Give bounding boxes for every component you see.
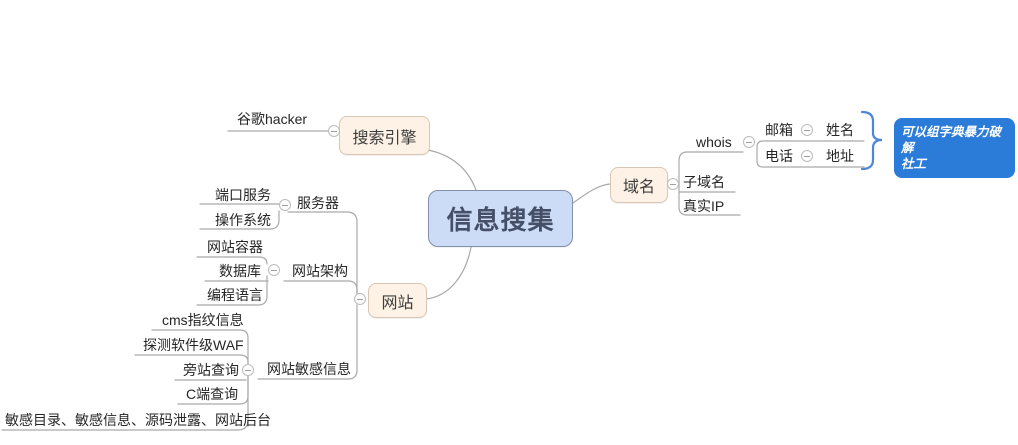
topic-cms-fingerprint[interactable]: cms指纹信息	[162, 312, 244, 328]
collapse-icon-architecture[interactable]	[268, 264, 280, 276]
topic-subdomain[interactable]: 子域名	[683, 174, 725, 190]
topic-language[interactable]: 编程语言	[207, 287, 263, 303]
summary-callout[interactable]: 可以组字典暴力破解 社工	[894, 118, 1015, 178]
topic-side-site-query[interactable]: 旁站查询	[183, 362, 239, 378]
topic-address[interactable]: 地址	[826, 148, 854, 164]
edge-language	[196, 275, 268, 306]
collapse-icon-site-sensitive[interactable]	[242, 364, 254, 376]
edge-root-website	[424, 246, 472, 300]
summary-brace	[860, 110, 883, 171]
edge-whois-trunk-realip	[678, 151, 744, 216]
topic-domain[interactable]: 域名	[610, 167, 668, 203]
summary-callout-line2: 社工	[901, 157, 927, 171]
edge-architecture-trunk	[283, 280, 358, 300]
topic-website[interactable]: 网站	[368, 283, 427, 318]
summary-callout-line1: 可以组字典暴力破解	[901, 125, 1002, 155]
edge-waf	[134, 354, 249, 363]
topic-os[interactable]: 操作系统	[215, 212, 271, 228]
collapse-icon-search-engine[interactable]	[328, 125, 340, 137]
topic-email[interactable]: 邮箱	[765, 122, 793, 138]
edge-web-container	[196, 256, 268, 265]
topic-web-container[interactable]: 网站容器	[207, 239, 263, 255]
root-topic[interactable]: 信息搜集	[428, 190, 573, 247]
topic-whois[interactable]: whois	[696, 134, 732, 150]
collapse-icon-email[interactable]	[801, 124, 813, 136]
topic-google-hacker[interactable]: 谷歌hacker	[237, 111, 308, 127]
edge-cms	[151, 329, 249, 365]
topic-architecture[interactable]: 网站架构	[292, 263, 348, 279]
edge-server-trunk	[287, 211, 358, 294]
edge-sensitive-trunk	[257, 304, 358, 380]
collapse-icon-website[interactable]	[354, 293, 366, 305]
edge-root-search-engine	[427, 149, 477, 191]
collapse-icon-phone[interactable]	[801, 150, 813, 162]
topic-waf-detect[interactable]: 探测软件级WAF	[143, 337, 244, 353]
topic-search-engine[interactable]: 搜索引擎	[339, 116, 430, 155]
edge-sensitive-misc	[1, 375, 249, 431]
topic-c-segment-query[interactable]: C端查询	[186, 386, 239, 402]
collapse-icon-whois[interactable]	[743, 136, 755, 148]
topic-port-service[interactable]: 端口服务	[215, 187, 271, 203]
edge-email-phone-bracket	[756, 140, 865, 168]
edge-root-domain	[572, 183, 611, 204]
edge-os	[199, 210, 280, 230]
topic-site-sensitive-info[interactable]: 网站敏感信息	[267, 361, 351, 377]
topic-sensitive-misc[interactable]: 敏感目录、敏感信息、源码泄露、网站后台	[5, 412, 271, 428]
topic-name[interactable]: 姓名	[826, 122, 854, 138]
collapse-icon-server[interactable]	[279, 199, 291, 211]
collapse-icon-domain[interactable]	[667, 178, 679, 190]
topic-server[interactable]: 服务器	[297, 195, 339, 211]
topic-phone[interactable]: 电话	[765, 148, 793, 164]
topic-database[interactable]: 数据库	[219, 263, 261, 279]
topic-real-ip[interactable]: 真实IP	[683, 198, 725, 214]
